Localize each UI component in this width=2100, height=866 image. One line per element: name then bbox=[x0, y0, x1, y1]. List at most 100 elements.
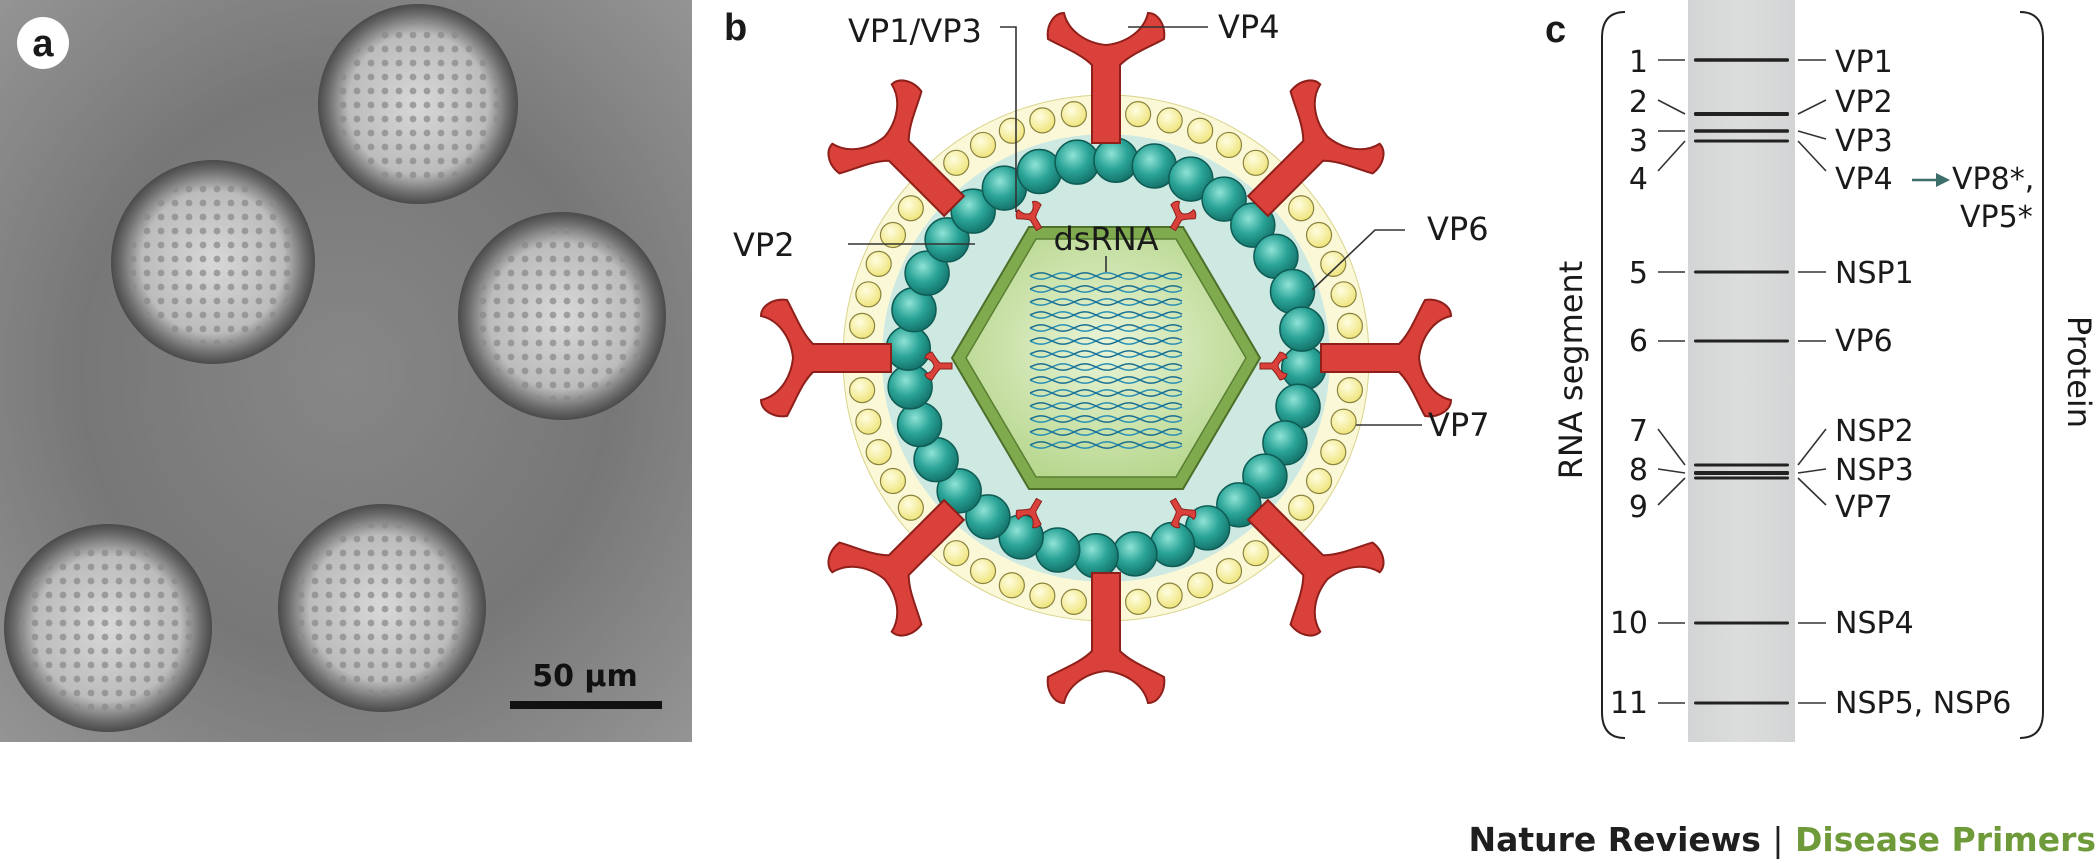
gel-band bbox=[1694, 471, 1789, 475]
dsrna-strand bbox=[1029, 389, 1183, 397]
segment-1: 1 bbox=[1629, 45, 1648, 80]
vp7-bead bbox=[998, 572, 1025, 599]
vp7-bead bbox=[879, 221, 907, 249]
vp6-bead bbox=[1262, 420, 1308, 466]
vp7-bead bbox=[1288, 494, 1315, 521]
segment-9: 9 bbox=[1629, 490, 1648, 525]
dsrna-strand bbox=[1029, 441, 1183, 449]
protein-leader bbox=[1797, 99, 1827, 115]
vp7-bead bbox=[998, 117, 1025, 144]
vp6-bead bbox=[1093, 137, 1139, 183]
dsrna-strand bbox=[1029, 363, 1183, 371]
gel-band bbox=[1694, 476, 1789, 480]
vp7-bead bbox=[1187, 117, 1214, 144]
segment-leaders bbox=[1657, 59, 1686, 704]
journal-credit: Nature Reviews | Disease Primers bbox=[1468, 820, 2096, 859]
dsrna-strand bbox=[1029, 376, 1183, 384]
right-bracket bbox=[2019, 11, 2044, 739]
vp7-bead bbox=[1060, 101, 1087, 128]
protein-leader bbox=[1797, 477, 1827, 506]
vp7-bead bbox=[1336, 377, 1363, 404]
gel-band bbox=[1694, 112, 1789, 116]
vp7-bead bbox=[1336, 312, 1363, 339]
dsrna-strand bbox=[1029, 272, 1183, 280]
gel-band bbox=[1694, 339, 1789, 343]
protein-leaders bbox=[1797, 59, 1827, 704]
dsrna-strand bbox=[1029, 350, 1183, 358]
protein-vp8: VP8*, bbox=[1952, 162, 2034, 197]
segment-3: 3 bbox=[1629, 124, 1648, 159]
dsrna-strand bbox=[1029, 363, 1183, 371]
gel-band bbox=[1694, 621, 1789, 625]
vp6-bead bbox=[965, 494, 1011, 540]
vp6-bead bbox=[1281, 345, 1327, 391]
protein-leader bbox=[1797, 428, 1827, 466]
dsrna-strand bbox=[1029, 272, 1183, 280]
vp6-bead bbox=[896, 401, 943, 448]
axis-label-protein: Protein bbox=[2060, 316, 2098, 428]
dsrna-strand bbox=[1029, 285, 1183, 293]
vp6-bead bbox=[936, 468, 982, 514]
vp6-beads bbox=[885, 137, 1327, 579]
dsrna-strand bbox=[1029, 337, 1183, 345]
panel-c: c 1 2 3 4 5 6 7 8 9 10 11 VP1 VP2 VP3 VP… bbox=[1545, 0, 2098, 742]
vp7-bead bbox=[865, 250, 892, 277]
vp7-bead bbox=[1029, 107, 1056, 134]
protein-nsp4: NSP4 bbox=[1835, 606, 1914, 641]
vp4-cleavage-arrow bbox=[1912, 173, 1950, 187]
vp6-bead bbox=[950, 188, 996, 234]
protein-leader bbox=[1797, 468, 1827, 474]
segment-numbers: 1 2 3 4 5 6 7 8 9 10 11 bbox=[1610, 45, 1648, 721]
gel-band bbox=[1694, 139, 1789, 143]
vp6-bead bbox=[1073, 533, 1119, 579]
panel-a-letter-badge bbox=[17, 17, 69, 69]
dsrna-strand bbox=[1029, 428, 1183, 436]
gel-band bbox=[1694, 270, 1789, 274]
vp7-bead bbox=[1242, 149, 1269, 176]
protein-nsp1: NSP1 bbox=[1835, 256, 1914, 291]
segment-leader bbox=[1657, 428, 1686, 466]
vp7-bead bbox=[849, 312, 876, 339]
dsrna-strand bbox=[1029, 285, 1183, 293]
protein-vp6: VP6 bbox=[1835, 324, 1893, 359]
protein-nsp5-nsp6: NSP5, NSP6 bbox=[1835, 686, 2011, 721]
panel-b-letter: b bbox=[724, 7, 747, 49]
protein-vp4: VP4 bbox=[1835, 162, 1893, 197]
vp6-bead bbox=[1201, 176, 1247, 222]
segment-2: 2 bbox=[1629, 85, 1648, 120]
credit-separator: | bbox=[1772, 820, 1784, 859]
protein-names: VP1 VP2 VP3 VP4 NSP1 VP6 NSP2 NSP3 VP7 N… bbox=[1835, 45, 2011, 721]
label-dsrna: dsRNA bbox=[1053, 220, 1158, 258]
dsrna-strand bbox=[1029, 298, 1183, 306]
dsrna-strand bbox=[1029, 311, 1183, 319]
gel-band bbox=[1694, 129, 1789, 133]
vp6-bead bbox=[1054, 139, 1100, 185]
vp7-bead bbox=[865, 439, 892, 466]
dsrna-strand bbox=[1029, 376, 1183, 384]
dsrna-strand bbox=[1029, 389, 1183, 397]
dsrna-strand bbox=[1029, 324, 1183, 332]
panel-b: b bbox=[724, 7, 1490, 704]
label-vp7: VP7 bbox=[1428, 406, 1490, 444]
segment-5: 5 bbox=[1629, 256, 1648, 291]
protein-leader bbox=[1797, 130, 1827, 140]
protein-vp7: VP7 bbox=[1835, 490, 1893, 525]
vp6-bead bbox=[1279, 306, 1325, 352]
dsrna-strand bbox=[1029, 415, 1183, 423]
vp6-bead bbox=[885, 325, 931, 371]
vp7-bead bbox=[1305, 221, 1333, 249]
dsrna-strand bbox=[1029, 415, 1183, 423]
protein-vp1: VP1 bbox=[1835, 45, 1893, 80]
segment-8: 8 bbox=[1629, 453, 1648, 488]
gel-band bbox=[1694, 58, 1789, 62]
dsrna-strand bbox=[1029, 441, 1183, 449]
dsrna-strand bbox=[1029, 350, 1183, 358]
vp7-bead bbox=[1125, 101, 1152, 128]
vp6-bead bbox=[1168, 156, 1214, 202]
vp7-bead bbox=[1060, 588, 1087, 615]
vp6-bead bbox=[924, 217, 970, 263]
vp7-bead bbox=[1320, 250, 1347, 277]
vp7-bead bbox=[855, 408, 882, 435]
vp7-bead bbox=[1330, 408, 1357, 435]
